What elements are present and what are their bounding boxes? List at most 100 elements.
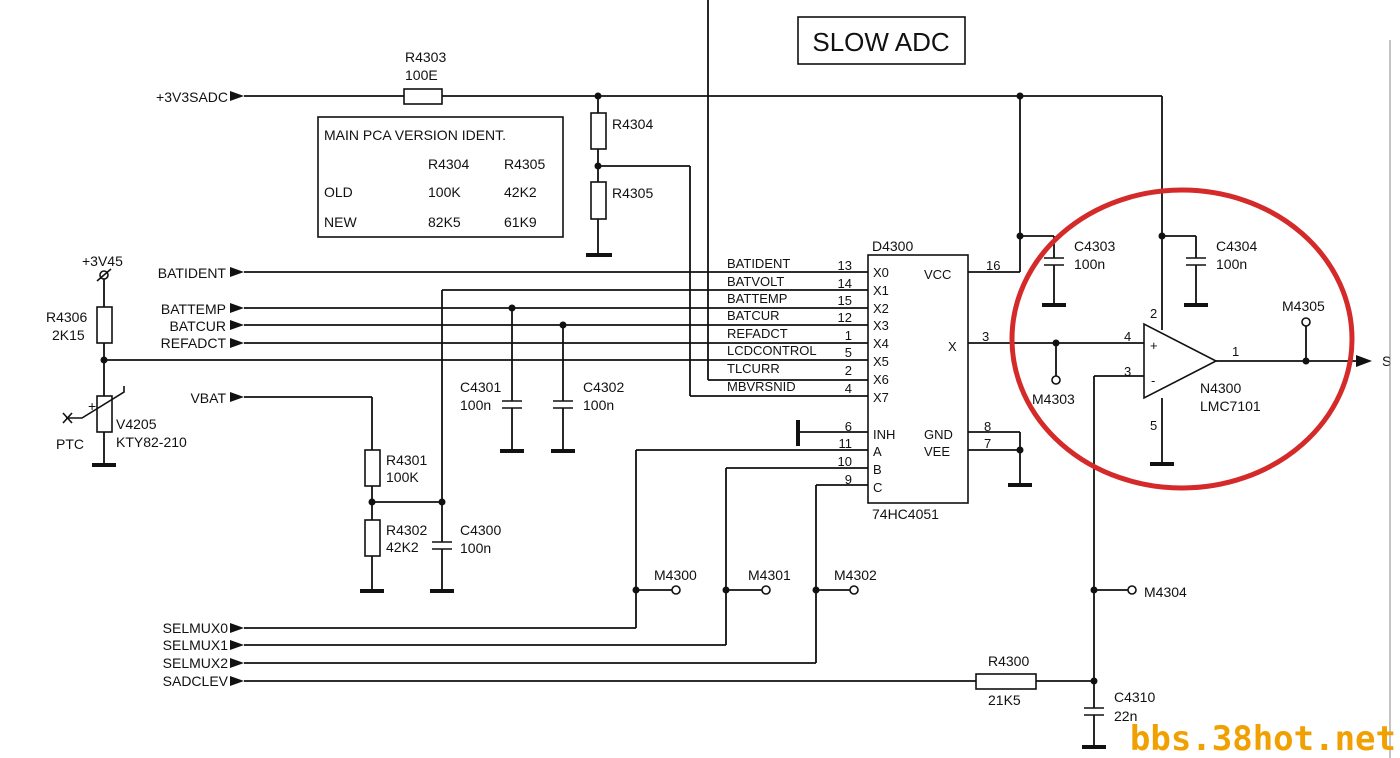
resistor-r4306 bbox=[96, 306, 113, 344]
opamp-pin-2: 2 bbox=[1150, 306, 1157, 321]
label-c4303: C4303 bbox=[1074, 238, 1115, 254]
signal-selmux2: SELMUX2 bbox=[163, 655, 229, 671]
label-r4305: R4305 bbox=[612, 185, 653, 201]
pin-inh: INH bbox=[873, 427, 895, 442]
pin-x6: X6 bbox=[873, 372, 889, 387]
pin-gnd: GND bbox=[924, 427, 953, 442]
net-label-batcur: BATCUR bbox=[727, 308, 779, 323]
label-c4300: C4300 bbox=[460, 522, 501, 538]
svg-text:+: + bbox=[88, 398, 96, 414]
pin-x0: X0 bbox=[873, 265, 889, 280]
net-label-batident: BATIDENT bbox=[727, 256, 790, 271]
signal-output: S bbox=[1382, 353, 1391, 369]
version-col-r4305: R4305 bbox=[504, 156, 545, 172]
net-label-battemp: BATTEMP bbox=[727, 291, 787, 306]
version-col-r4304: R4304 bbox=[428, 156, 469, 172]
mux-d4300: D4300 74HC4051 BATIDENT BATVOLT BATTEMP … bbox=[636, 238, 1144, 522]
pin-11: 11 bbox=[839, 436, 853, 451]
opamp-n4300: + - 4 3 2 5 1 N4300 LMC7101 M4303 M4305 … bbox=[1032, 298, 1391, 466]
version-new-r4305: 61K9 bbox=[504, 214, 537, 230]
testpoint-m4300: M4300 bbox=[654, 567, 697, 583]
version-old-r4304: 100K bbox=[428, 184, 461, 200]
testpoint-m4305: M4305 bbox=[1282, 298, 1325, 314]
net-label-mbvrsnid: MBVRSNID bbox=[727, 379, 796, 394]
output-arrow-icon bbox=[1356, 355, 1372, 367]
opamp-pin-3: 3 bbox=[1124, 364, 1131, 379]
rail-3v3sadc: +3V3SADC R4303 100E bbox=[156, 49, 1163, 330]
net-label-batvolt: BATVOLT bbox=[727, 274, 784, 289]
part-v4205: KTY82-210 bbox=[116, 434, 187, 450]
value-c4301: 100n bbox=[460, 397, 491, 413]
signal-refadct: REFADCT bbox=[161, 335, 227, 351]
pin-vcc: VCC bbox=[924, 267, 951, 282]
label-r4302: R4302 bbox=[386, 522, 427, 538]
value-c4304: 100n bbox=[1216, 256, 1247, 272]
version-table-heading: MAIN PCA VERSION IDENT. bbox=[324, 127, 506, 143]
value-c4302: 100n bbox=[583, 397, 614, 413]
signal-selmux0: SELMUX0 bbox=[163, 620, 229, 636]
label-r4300: R4300 bbox=[988, 653, 1029, 669]
label-r4306: R4306 bbox=[46, 309, 87, 325]
pin-x: X bbox=[948, 339, 957, 354]
pin-x1: X1 bbox=[873, 283, 889, 298]
value-c4303: 100n bbox=[1074, 256, 1105, 272]
pin-vee: VEE bbox=[924, 444, 950, 459]
resistor-r4301 bbox=[364, 449, 381, 487]
testpoint-m4302: M4302 bbox=[834, 567, 877, 583]
label-v4205: V4205 bbox=[116, 416, 157, 432]
pin-15: 15 bbox=[838, 293, 852, 308]
value-r4306: 2K15 bbox=[52, 327, 85, 343]
opamp-pin-4: 4 bbox=[1124, 329, 1131, 344]
filter-caps: C4301 100n C4302 100n bbox=[460, 304, 624, 453]
pin-14: 14 bbox=[838, 276, 852, 291]
pin-x3: X3 bbox=[873, 318, 889, 333]
signal-batcur: BATCUR bbox=[169, 318, 226, 334]
mux-part: 74HC4051 bbox=[872, 506, 939, 522]
pin-b: B bbox=[873, 462, 882, 477]
pin-1: 1 bbox=[845, 328, 852, 343]
mux-ref: D4300 bbox=[872, 238, 913, 254]
title-box: SLOW ADC bbox=[797, 16, 966, 65]
signal-selmux1: SELMUX1 bbox=[163, 637, 229, 653]
ptc-arrow-icon bbox=[66, 386, 125, 419]
pin-x2: X2 bbox=[873, 301, 889, 316]
value-c4310: 22n bbox=[1114, 708, 1137, 724]
pin-13: 13 bbox=[838, 258, 852, 273]
watermark: bbs.38hot.net bbox=[1130, 719, 1396, 758]
version-table: MAIN PCA VERSION IDENT. R4304 R4305 OLD … bbox=[317, 116, 564, 238]
signal-vbat: VBAT bbox=[190, 390, 226, 406]
pin-9: 9 bbox=[845, 472, 852, 487]
net-label-lcdcontrol: LCDCONTROL bbox=[727, 343, 817, 358]
net-label-tlcurr: TLCURR bbox=[727, 361, 780, 376]
ptc-network: +3V45 R4306 2K15 + V4205 PTC KTY82-210 bbox=[46, 253, 868, 467]
value-c4300: 100n bbox=[460, 540, 491, 556]
part-n4300: LMC7101 bbox=[1200, 398, 1261, 414]
testpoint-m4301: M4301 bbox=[748, 567, 791, 583]
testpoint-m4303: M4303 bbox=[1032, 391, 1075, 407]
label-c4302: C4302 bbox=[583, 379, 624, 395]
pin-2: 2 bbox=[845, 363, 852, 378]
input-ports: BATIDENT BATTEMP BATCUR REFADCT VBAT bbox=[158, 265, 868, 406]
value-r4302: 42K2 bbox=[386, 539, 419, 555]
port-arrow-icon bbox=[230, 91, 244, 101]
divider-r4304-r4305: R4304 R4305 bbox=[586, 96, 691, 396]
version-old-r4305: 42K2 bbox=[504, 184, 537, 200]
net-label-refadct: REFADCT bbox=[727, 326, 788, 341]
label-ptc: PTC bbox=[56, 436, 84, 452]
label-r4304: R4304 bbox=[612, 116, 653, 132]
pin-x5: X5 bbox=[873, 354, 889, 369]
control-inputs: SELMUX0 M4300 SELMUX1 M4301 SELMUX2 M430… bbox=[163, 450, 1098, 708]
batvolt-divider: R4301 100K R4302 42K2 C4300 100n bbox=[360, 289, 868, 593]
pin-16: 16 bbox=[986, 258, 1000, 273]
value-r4300: 21K5 bbox=[988, 692, 1021, 708]
label-r4303: R4303 bbox=[405, 49, 446, 65]
pin-8: 8 bbox=[984, 419, 991, 434]
resistor-r4300 bbox=[975, 673, 1037, 690]
highlight-ellipse bbox=[1009, 187, 1355, 491]
pin-4: 4 bbox=[845, 381, 852, 396]
opamp-triangle-icon bbox=[1143, 322, 1218, 400]
pin-a: A bbox=[873, 444, 882, 459]
decoupling-caps: C4303 100n C4304 100n bbox=[1016, 96, 1257, 307]
resistor-r4303 bbox=[403, 88, 443, 105]
pin-12: 12 bbox=[838, 310, 852, 325]
